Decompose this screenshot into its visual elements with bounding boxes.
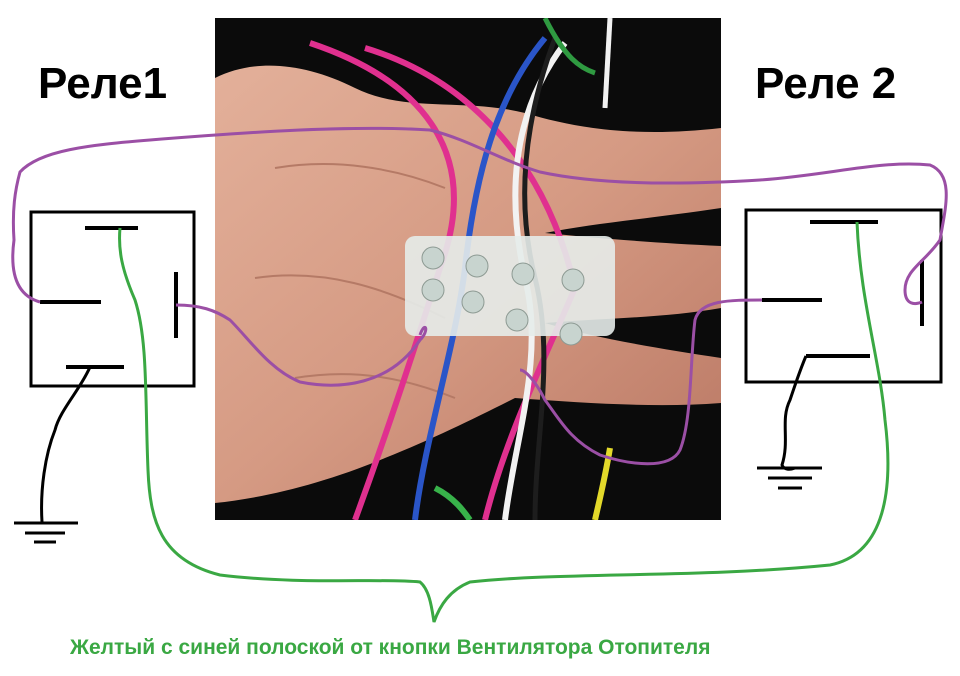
relay1-label: Реле1	[38, 59, 168, 108]
purple-wire-top	[11, 126, 948, 305]
relay1-box	[29, 210, 196, 388]
relay1-symbol	[29, 210, 196, 388]
relay2-symbol	[744, 208, 943, 384]
green-control-wire	[118, 221, 890, 623]
wire-white	[602, 18, 613, 109]
purple-wire-right	[519, 298, 763, 466]
ground-symbol-relay1	[14, 366, 92, 544]
relay2-label: Реле 2	[755, 59, 897, 108]
relay2-box	[744, 208, 943, 384]
wiring-photo	[215, 18, 721, 520]
ground-symbol-relay2	[757, 355, 822, 490]
diagram-caption: Желтый с синей полоской от кнопки Вентил…	[70, 636, 711, 659]
purple-wire-lower	[175, 303, 428, 387]
wire-green	[542, 18, 596, 76]
wire-green	[433, 485, 473, 520]
palm-crease	[274, 163, 446, 189]
wire-yellow	[592, 447, 613, 520]
terminal-block	[405, 236, 615, 346]
